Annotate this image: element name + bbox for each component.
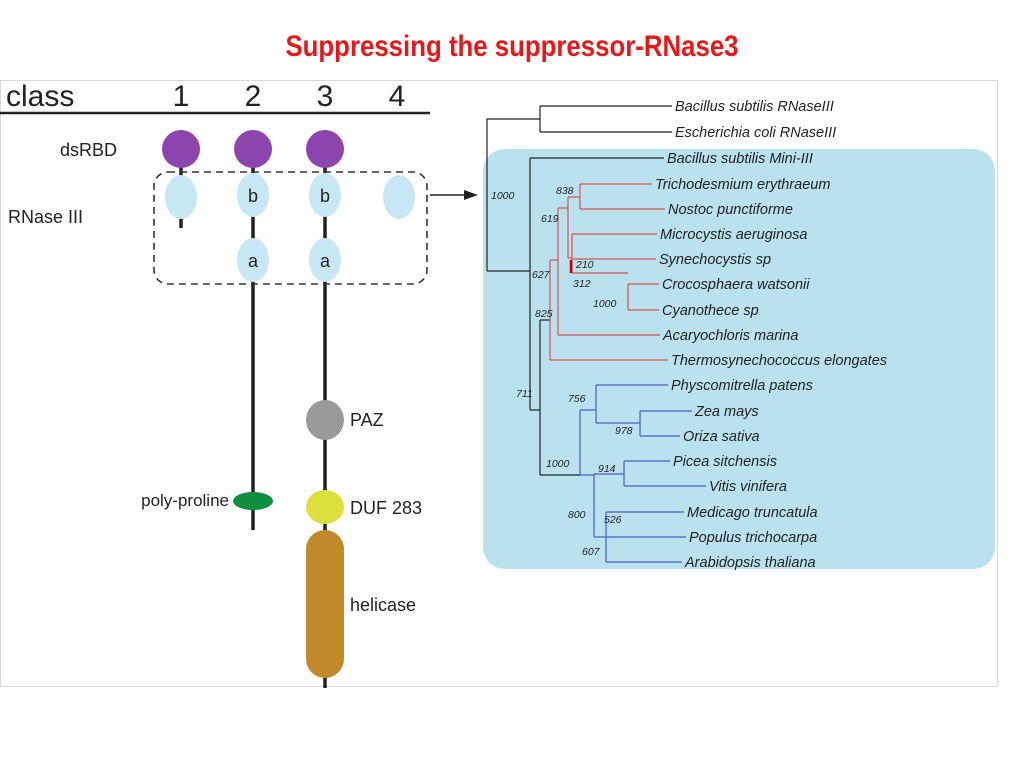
bootstrap-value: 838 [556, 185, 574, 197]
paz-domain [306, 400, 344, 440]
bootstrap-value: 627 [532, 269, 551, 281]
leaf-label: Escherichia coli RNaseIII [675, 125, 836, 141]
leaf-label: Bacillus subtilis RNaseIII [675, 99, 834, 115]
helicase-domain [306, 530, 344, 678]
bootstrap-value: 1000 [546, 458, 570, 470]
rnase-b-label-class2: b [248, 186, 258, 206]
leaf-label: Vitis vinifera [709, 479, 787, 495]
rnase-b-label-class3: b [320, 186, 330, 206]
highlight-panel [483, 149, 995, 569]
bootstrap-value: 1000 [491, 190, 515, 202]
leaf-label: Crocosphaera watsonii [662, 277, 810, 293]
leaf-label: Bacillus subtilis Mini-III [667, 151, 813, 167]
rnase-b-class3 [309, 173, 341, 217]
leaf-label: Picea sitchensis [673, 454, 777, 470]
class-header: class [6, 80, 74, 113]
figure: class 1 2 3 4 dsRBD RNase III b b a a [0, 80, 1000, 688]
leaf-label: Arabidopsis thaliana [684, 555, 816, 571]
rnase-a-label-class2: a [248, 251, 259, 271]
domain-panel: class 1 2 3 4 dsRBD RNase III b b a a [0, 80, 478, 688]
rnase-a-class2 [237, 238, 269, 282]
poly-proline-domain [233, 492, 273, 510]
rnase-domain-class4 [383, 175, 415, 219]
leaf-label: Oriza sativa [683, 429, 760, 445]
blue-branches [579, 384, 706, 563]
bootstrap-value: 607 [582, 546, 601, 558]
dsrbd-domain-class2 [234, 130, 272, 168]
bootstrap-value: 914 [598, 463, 616, 475]
rnase-a-label-class3: a [320, 251, 331, 271]
class-4-label: 4 [389, 80, 406, 113]
helicase-label: helicase [350, 595, 416, 615]
class-2-label: 2 [245, 80, 262, 113]
duf283-label: DUF 283 [350, 498, 422, 518]
bootstrap-value: 978 [615, 425, 633, 437]
bootstrap-value: 526 [604, 514, 622, 526]
class-1-label: 1 [173, 80, 190, 113]
bootstrap-value: 312 [573, 278, 591, 290]
dsrbd-label: dsRBD [60, 140, 117, 160]
rnase-domain-class1 [165, 175, 197, 219]
leaf-label: Acaryochloris marina [662, 328, 798, 344]
leaf-label: Medicago truncatula [687, 505, 818, 521]
red-branches [549, 183, 668, 361]
tree-panel: Bacillus subtilis RNaseIII Escherichia c… [483, 99, 995, 571]
bootstrap-value: 800 [568, 509, 586, 521]
leaf-label: Physcomitrella patens [671, 378, 813, 394]
poly-proline-label: poly-proline [141, 491, 229, 510]
bootstrap-value: 756 [568, 393, 586, 405]
rnase-label: RNase III [8, 207, 83, 227]
figure-svg: class 1 2 3 4 dsRBD RNase III b b a a [0, 80, 998, 688]
rnase-a-class3 [309, 238, 341, 282]
leaf-label: Thermosynechococcus elongates [671, 353, 887, 369]
black-branches [486, 105, 672, 476]
dsrbd-domain-class3 [306, 130, 344, 168]
leaf-label: Trichodesmium erythraeum [655, 177, 830, 193]
box-arrow-head [464, 190, 478, 200]
leaf-label: Populus trichocarpa [689, 530, 817, 546]
leaf-label: Microcystis aeruginosa [660, 227, 807, 243]
paz-label: PAZ [350, 410, 384, 430]
bootstrap-value: 825 [535, 308, 553, 320]
leaf-label: Nostoc punctiforme [668, 202, 793, 218]
class-3-label: 3 [317, 80, 334, 113]
bootstrap-value: 619 [541, 213, 559, 225]
bootstrap-values: 1000 838 619 627 210 312 1000 825 711 75… [491, 185, 633, 558]
leaf-label: Synechocystis sp [659, 252, 771, 268]
leaf-label: Zea mays [694, 404, 759, 420]
rnase-b-class2 [237, 173, 269, 217]
dsrbd-domain-class1 [162, 130, 200, 168]
leaf-labels: Bacillus subtilis RNaseIII Escherichia c… [655, 99, 887, 571]
duf283-domain [306, 490, 344, 524]
leaf-label: Cyanothece sp [662, 303, 759, 319]
bootstrap-value: 711 [516, 388, 533, 400]
bootstrap-value: 1000 [593, 298, 617, 310]
page-title: Suppressing the suppressor-RNase3 [285, 30, 739, 63]
rnase-box [153, 171, 428, 285]
bootstrap-value: 210 [575, 259, 594, 271]
